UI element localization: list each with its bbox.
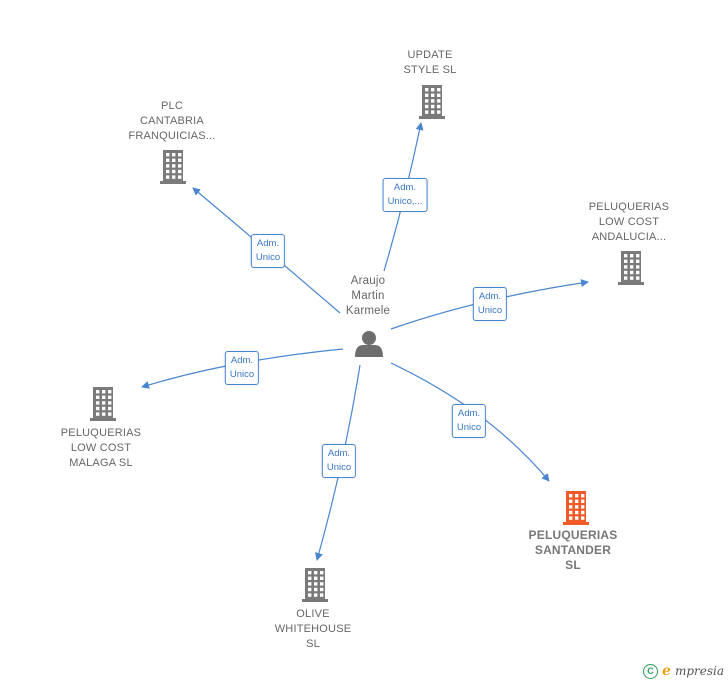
- edge-label-peluquerias-andalucia[interactable]: Adm. Unico: [472, 287, 508, 321]
- edge-label-peluquerias-malaga[interactable]: Adm. Unico: [224, 351, 260, 385]
- company-label-plc-cantabria: PLC CANTABRIA FRANQUICIAS...: [128, 100, 216, 142]
- company-label-peluquerias-andalucia: PELUQUERIAS LOW COST ANDALUCIA...: [588, 201, 670, 243]
- building-icon-update-style[interactable]: [419, 85, 445, 119]
- nodes-layer: [90, 85, 644, 602]
- building-icon-peluquerias-santander[interactable]: [563, 491, 589, 525]
- copyright-icon: C: [643, 663, 659, 679]
- edge-label-peluquerias-santander[interactable]: Adm. Unico: [451, 404, 487, 438]
- company-label-update-style: UPDATE STYLE SL: [403, 49, 457, 76]
- brand-logo-word: mpresia: [674, 664, 724, 678]
- person-icon[interactable]: [355, 331, 383, 357]
- company-label-peluquerias-santander: PELUQUERIAS SANTANDER SL: [528, 528, 618, 572]
- company-label-peluquerias-malaga: PELUQUERIAS LOW COST MALAGA SL: [60, 427, 142, 469]
- building-icon-peluquerias-andalucia[interactable]: [618, 251, 644, 285]
- edge-label-olive-whitehouse[interactable]: Adm. Unico: [321, 444, 357, 478]
- company-label-olive-whitehouse: OLIVE WHITEHOUSE SL: [274, 608, 352, 650]
- edge-label-update-style[interactable]: Adm. Unico,...: [382, 178, 428, 212]
- building-icon-olive-whitehouse[interactable]: [302, 568, 328, 602]
- building-icon-plc-cantabria[interactable]: [160, 150, 186, 184]
- brand-logo-initial: e: [662, 663, 671, 679]
- building-icon-peluquerias-malaga[interactable]: [90, 387, 116, 421]
- person-name: Araujo Martin Karmele: [345, 275, 391, 317]
- edge-label-plc-cantabria[interactable]: Adm. Unico: [250, 234, 286, 268]
